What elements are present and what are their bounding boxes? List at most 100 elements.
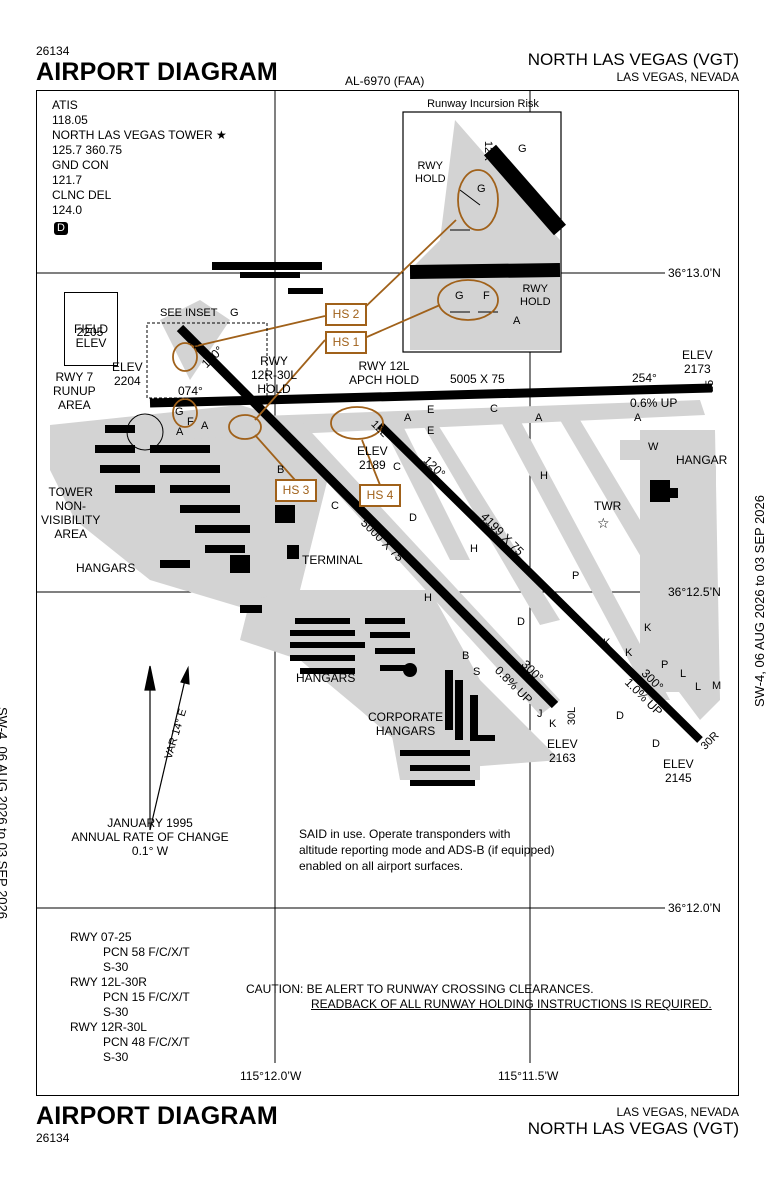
inset-label-g2: G [477, 183, 486, 195]
taxiway-label: J [537, 708, 543, 720]
taxiway-label: P [661, 659, 669, 671]
pcn-s-value: S-30 [103, 960, 129, 974]
freq-atis-label: ATIS [52, 98, 78, 112]
taxiway-label: D [517, 616, 525, 628]
rwy-07-25-slope: 0.6% UP [630, 396, 678, 410]
freq-clnc-label: CLNC DEL [52, 188, 112, 202]
taxiway-label: M [712, 680, 722, 692]
taxiway-label: A [535, 412, 543, 424]
taxiway-label: W [648, 441, 659, 453]
taxiway-label: K [603, 637, 611, 649]
taxiway-label: A [176, 426, 184, 438]
pcn-rwy-label: RWY 12R-30L [70, 1020, 147, 1034]
pcn-s-value: S-30 [103, 1050, 129, 1064]
procedure-number-bottom: 26134 [36, 1131, 70, 1145]
location-bottom: LAS VEGAS, NEVADA [616, 1105, 740, 1119]
taxiway-label: L [160, 396, 167, 408]
taxiway-label: B [277, 464, 285, 476]
pcn-value: PCN 58 F/C/X/T [103, 945, 190, 959]
taxiway-label: L [695, 681, 702, 693]
freq-clnc-value: 124.0 [52, 203, 83, 217]
freq-gnd-label: GND CON [52, 158, 109, 172]
inset-label-g3: G [455, 290, 464, 302]
tower-nonvis-label: TOWER NON- VISIBILITY AREA [41, 485, 101, 541]
taxiway-label: H [470, 543, 478, 555]
freq-gnd-value: 121.7 [52, 173, 83, 187]
airport-name-bottom: NORTH LAS VEGAS (VGT) [527, 1119, 739, 1138]
taxiway-label: A [404, 412, 412, 424]
freq-badge: D [54, 222, 68, 235]
inset-rwy-hold-1: RWY HOLD [415, 160, 446, 185]
pcn-value: PCN 48 F/C/X/T [103, 1035, 190, 1049]
location-top: LAS VEGAS, NEVADA [616, 70, 740, 84]
terminal-label: TERMINAL [302, 553, 363, 567]
taxiway-label: G [175, 406, 184, 418]
taxiway-label: C [393, 461, 401, 473]
procedure-number-top: 26134 [36, 44, 70, 58]
field-elev-value: 2205 [76, 325, 104, 339]
rwy-07-hdg: 074° [178, 384, 203, 398]
pcn-s-value: S-30 [103, 1005, 129, 1019]
twr-label: TWR [594, 499, 622, 513]
rwy-30l-end: 30L [566, 706, 579, 726]
hot-spot-2: HS 2 [325, 303, 367, 326]
mag-roc-label: ANNUAL RATE OF CHANGE [71, 830, 229, 844]
freq-tower-label: NORTH LAS VEGAS TOWER ★ [52, 128, 227, 142]
pcn-value: PCN 15 F/C/X/T [103, 990, 190, 1004]
taxiway-label: H [424, 592, 432, 604]
inset-rwy-hold-2: RWY HOLD [520, 283, 551, 308]
taxiway-label: P [572, 570, 580, 582]
hot-spot-3: HS 3 [275, 479, 317, 502]
lat-label-2: 36°12.5’N [668, 585, 721, 599]
hangar-label: HANGAR [676, 453, 728, 467]
caution-line-2: READBACK OF ALL RUNWAY HOLDING INSTRUCTI… [311, 997, 712, 1011]
field-elev-label: FIELD ELEV [73, 322, 108, 350]
al-number: AL-6970 (FAA) [345, 74, 425, 88]
taxiway-label: A [201, 420, 209, 432]
elev-2163: ELEV 2163 [547, 737, 578, 765]
taxiway-label: C [331, 500, 339, 512]
pcn-table: RWY 07-25 PCN 58 F/C/X/T S-30 RWY 12L-30… [70, 930, 190, 1065]
hangars-label-1: HANGARS [76, 561, 136, 575]
taxiway-label: F [187, 416, 194, 428]
freq-tower-value: 125.7 360.75 [52, 143, 123, 157]
taxiway-label: S [473, 666, 481, 678]
svg-text:☆: ☆ [597, 515, 610, 531]
rwy-25-hdg: 254° [632, 371, 657, 385]
taxiway-label: H [540, 470, 548, 482]
pcn-rwy-label: RWY 07-25 [70, 930, 132, 944]
rwy12r30l-hold-label: RWY 12R-30L HOLD [251, 354, 298, 396]
taxiway-label: C [490, 403, 498, 415]
taxiway-label: D [652, 738, 660, 750]
rwy7-runup-label: RWY 7 RUNUP AREA [53, 370, 96, 412]
inset-label-a: A [513, 315, 521, 327]
taxiway-label: B [462, 650, 470, 662]
elev-2204: ELEV 2204 [112, 360, 143, 388]
frequency-list: ATIS 118.05 NORTH LAS VEGAS TOWER ★ 125.… [52, 98, 227, 218]
lat-label-1: 36°13.0’N [668, 266, 721, 280]
mag-date: JANUARY 1995 [107, 816, 193, 830]
said-note: SAID in use. Operate transponders with a… [299, 827, 555, 873]
taxiway-label: K [644, 622, 652, 634]
lon-label-2: 115°11.5’W [498, 1069, 559, 1083]
taxiway-label: L [680, 668, 687, 680]
lon-label-1: 115°12.0’W [240, 1069, 302, 1083]
lat-label-3: 36°12.0’N [668, 901, 721, 915]
taxiway-label: D [409, 512, 417, 524]
inset-label-f: F [483, 290, 490, 302]
rwy12l-apch-hold-label: RWY 12L APCH HOLD [349, 359, 420, 387]
rwy-25-end: 25 [704, 379, 717, 393]
taxiway-label: D [616, 710, 624, 722]
hangars-label-2: HANGARS [296, 671, 356, 685]
rwy-07-25-dims: 5005 X 75 [450, 372, 505, 386]
diagram-frame [36, 90, 739, 1096]
caution-line-1: CAUTION: BE ALERT TO RUNWAY CROSSING CLE… [246, 982, 594, 996]
airport-name-top: NORTH LAS VEGAS (VGT) [527, 50, 739, 69]
elev-2173: ELEV 2173 [682, 348, 713, 376]
taxiway-label: K [549, 718, 557, 730]
pcn-rwy-label: RWY 12L-30R [70, 975, 147, 989]
taxiway-label: E [427, 404, 435, 416]
field-elev-box: FIELD ELEV [64, 292, 118, 366]
hot-spot-4: HS 4 [359, 484, 401, 507]
